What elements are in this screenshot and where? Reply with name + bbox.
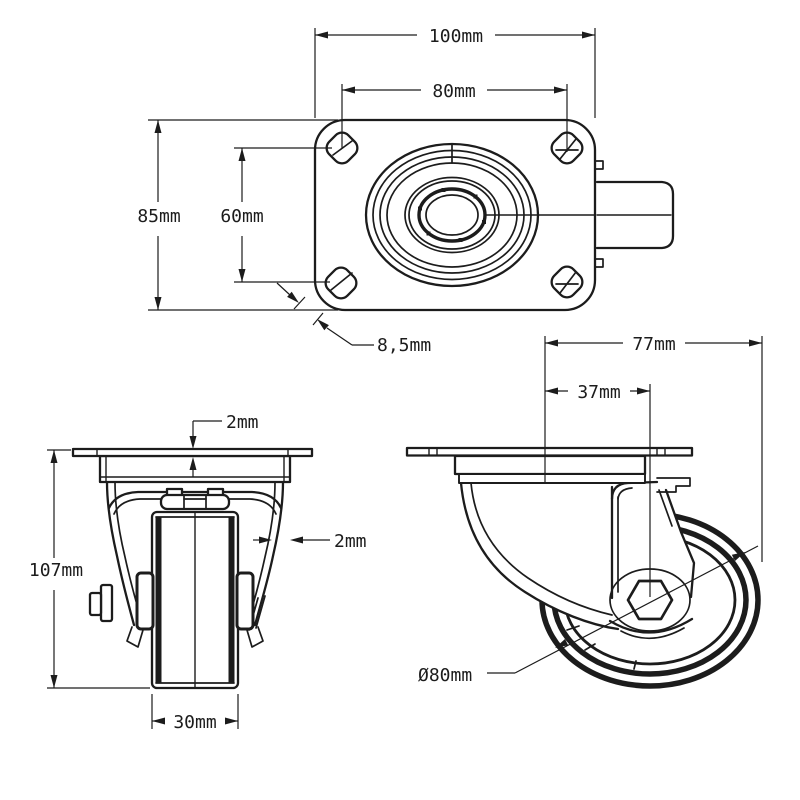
arrowhead [50, 675, 58, 688]
dim-label-plate-thickness: 2mm [226, 412, 259, 433]
arrowhead [342, 86, 355, 94]
dim-label-overall-length: 77mm [632, 334, 675, 355]
arrowhead [152, 717, 165, 725]
dim-label-hole-diameter: 8,5mm [377, 335, 431, 356]
arrowhead [545, 339, 558, 347]
fork-tip-right [246, 626, 264, 648]
dim-plate-thickness: 2mm [189, 412, 259, 477]
kingpin-stub [594, 160, 675, 268]
bolt-hole-top-right [550, 131, 584, 165]
dim-hole-spacing-length: 80mm [341, 81, 568, 152]
top-view: 100mm 80mm 85mm [137, 26, 675, 356]
arrowhead [189, 457, 197, 470]
dim-overall-height: 107mm [29, 449, 150, 689]
arrowhead [154, 297, 162, 310]
dim-wheel-diameter: Ø80mm [418, 545, 759, 686]
swivel-housing-side [453, 454, 647, 476]
dim-wheel-width: 30mm [151, 694, 239, 733]
fork-tip-side [608, 617, 694, 634]
arrowhead [317, 319, 329, 331]
axle-bolt [88, 583, 114, 623]
dim-fork-wall-thickness: 2mm [253, 531, 367, 552]
arrowhead [731, 552, 745, 561]
arrowhead [637, 387, 650, 395]
arrowhead [290, 536, 303, 544]
arrowhead [238, 269, 246, 282]
bolt-hole-bottom-right [550, 265, 584, 299]
dim-hole-spacing-width: 60mm [220, 147, 332, 283]
dim-swivel-offset: 37mm [545, 382, 651, 597]
arrowhead [555, 639, 569, 648]
arrowhead [50, 450, 58, 463]
arrowhead [154, 120, 162, 133]
bolt-hole-bottom-left [324, 266, 358, 300]
wheel-front [150, 510, 240, 690]
fork-tip-left [126, 626, 144, 648]
dim-label-fork-wall-thickness: 2mm [334, 531, 367, 552]
arrowhead [554, 86, 567, 94]
arrowhead [238, 148, 246, 161]
dim-label-wheel-width: 30mm [173, 712, 216, 733]
axle-hex-nut [626, 579, 674, 621]
swivel-hub-rings [364, 142, 596, 288]
arrowhead [749, 339, 762, 347]
dim-hole-diameter: 8,5mm [276, 282, 431, 356]
arrowhead [259, 536, 272, 544]
side-view: 77mm 37mm Ø80mm [405, 334, 763, 689]
dim-label-hole-spacing-width: 60mm [220, 206, 263, 227]
arrowhead [287, 291, 299, 303]
dim-label-overall-height: 107mm [29, 560, 83, 581]
swivel-race-side [458, 473, 646, 484]
dim-label-plate-length: 100mm [429, 26, 483, 47]
arrowhead [582, 31, 595, 39]
top-plate-side [405, 446, 694, 457]
hub-cap-left [135, 571, 155, 631]
dim-label-wheel-diameter: Ø80mm [418, 665, 472, 686]
arrowhead [225, 717, 238, 725]
dim-label-plate-width: 85mm [137, 206, 180, 227]
dim-plate-width: 85mm [137, 119, 338, 311]
axle-housing-top [159, 487, 231, 511]
top-plate-front [71, 447, 314, 458]
dim-label-swivel-offset: 37mm [577, 382, 620, 403]
arrowhead [189, 436, 197, 449]
hub-cap-right [235, 571, 255, 631]
bearing-notches [418, 188, 486, 242]
dim-overall-length: 77mm [544, 334, 763, 562]
dim-plate-length: 100mm [314, 26, 596, 118]
dim-label-hole-spacing-length: 80mm [432, 81, 475, 102]
bolt-holes [324, 131, 584, 300]
arrowhead [315, 31, 328, 39]
front-view: 2mm 107mm 2mm 30mm [29, 412, 367, 733]
arrowhead [545, 387, 558, 395]
